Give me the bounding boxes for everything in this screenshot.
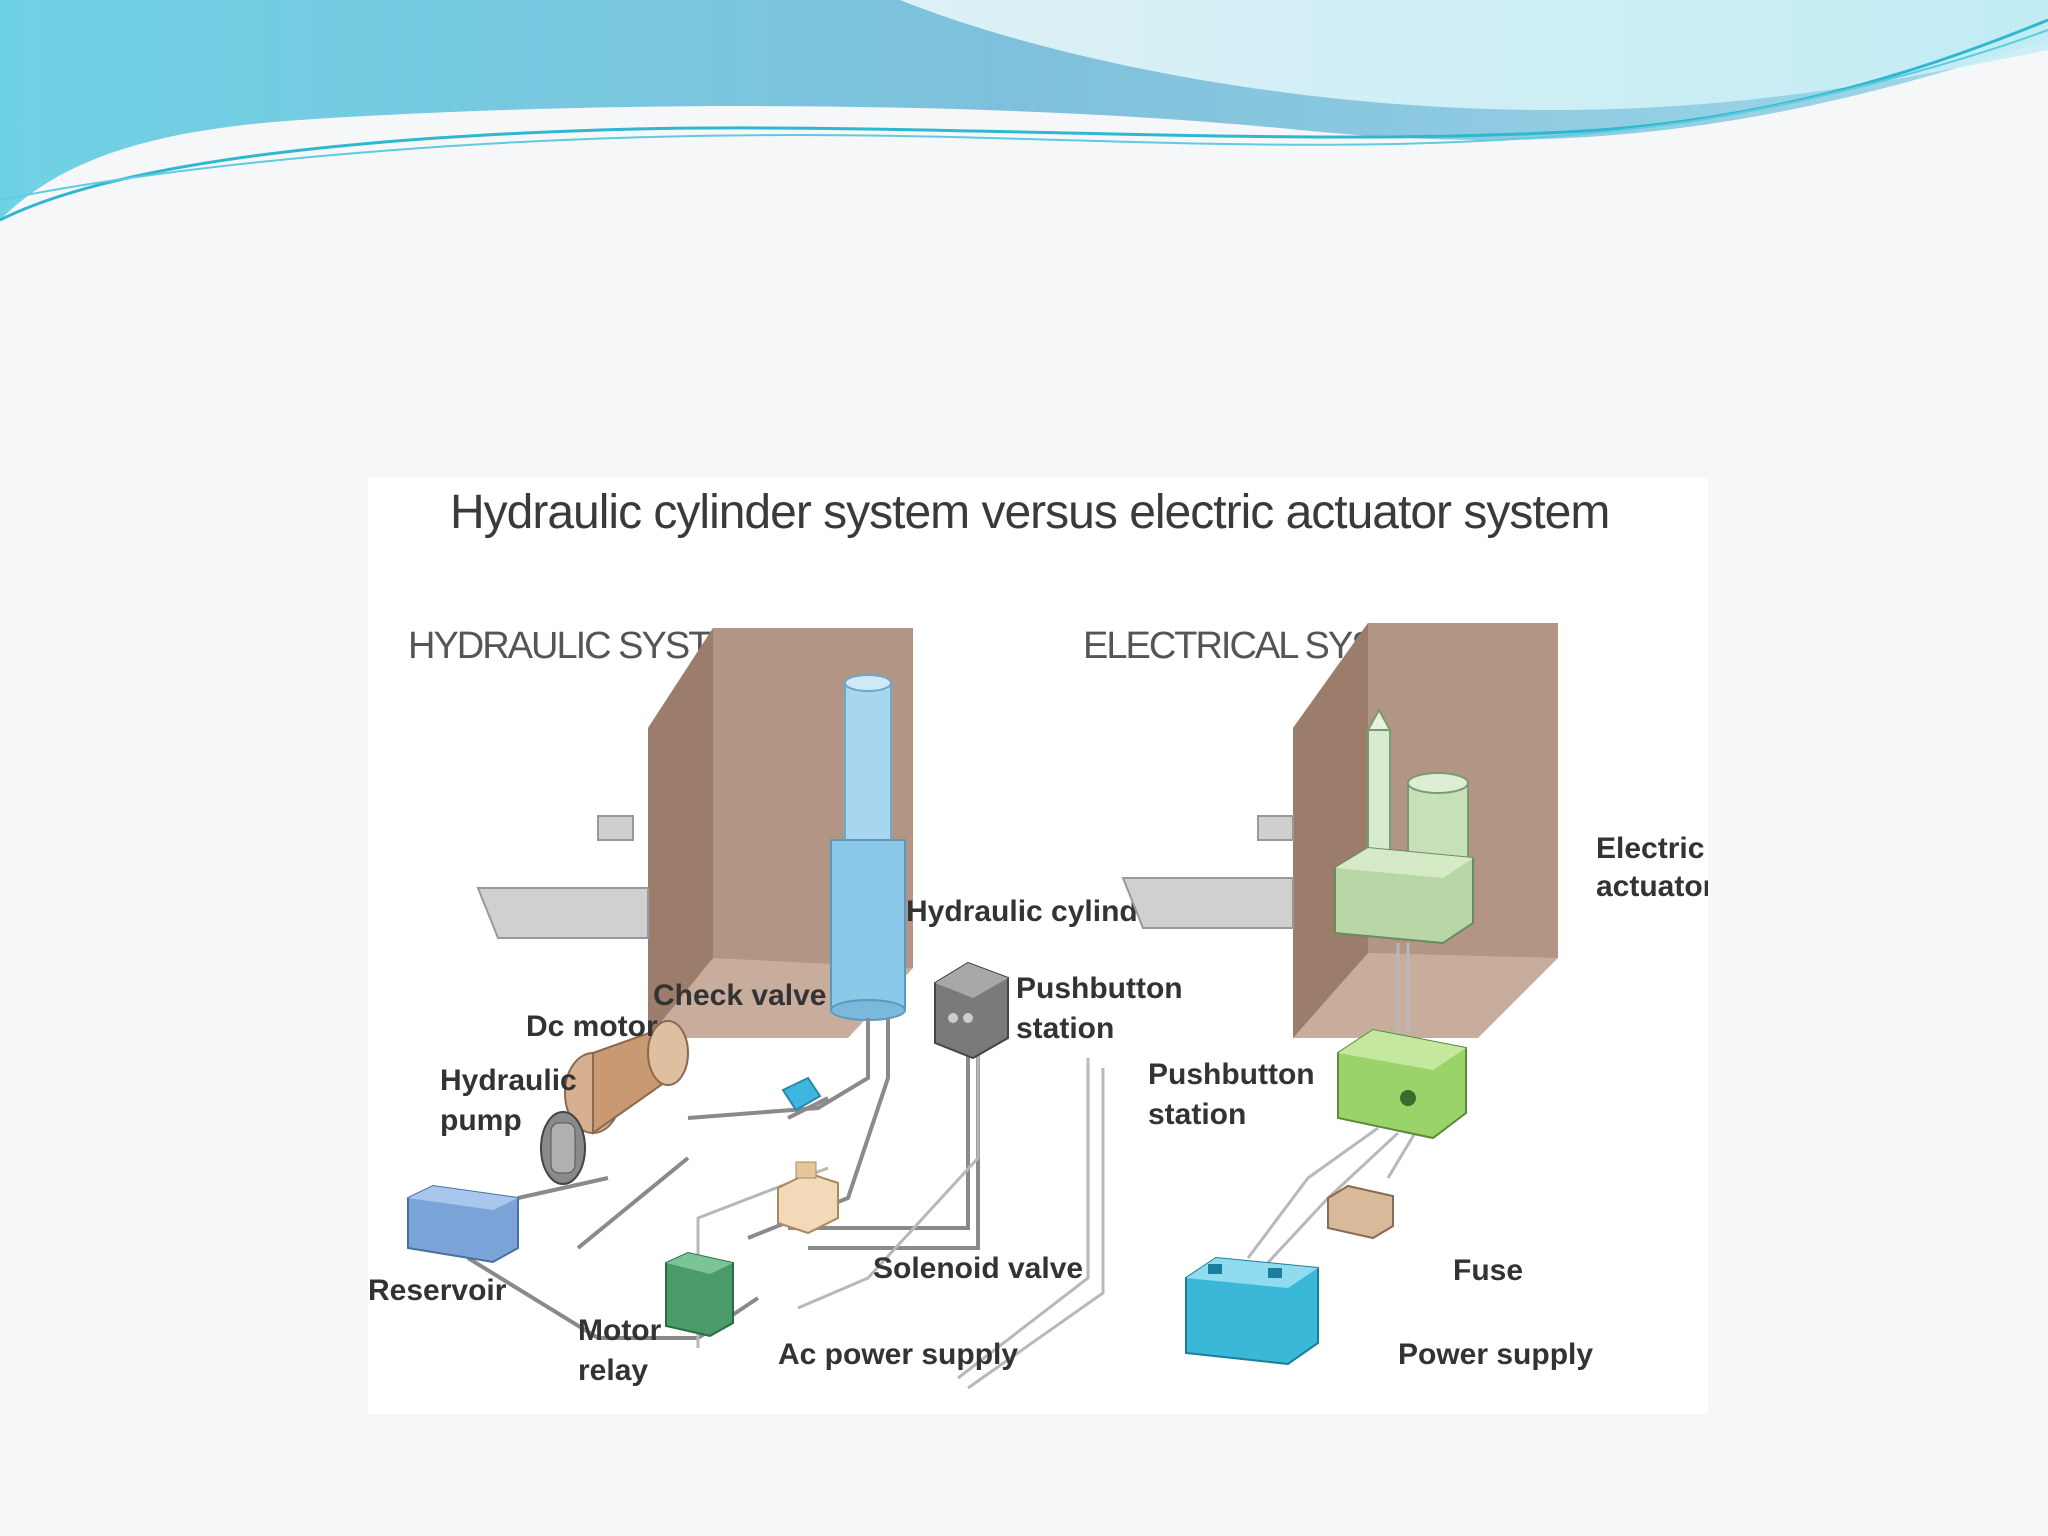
header-wave-decoration: [0, 0, 2048, 240]
electrical-pushbutton-station: [1338, 1030, 1466, 1138]
label-electric-actuator-1: Electric: [1596, 832, 1704, 865]
motor-relay: [666, 1253, 733, 1336]
label-pushbutton-station-2: station: [1016, 1012, 1114, 1045]
diagram-canvas: Hydraulic cylinder system versus electri…: [368, 478, 1708, 1414]
label-hydraulic-cylinder: Hydraulic cylinder: [906, 895, 1166, 928]
label-motor-relay-2: relay: [578, 1354, 648, 1387]
label-electrical-pushbutton-station-1: Pushbutton: [1148, 1058, 1315, 1091]
label-electrical-pushbutton-station-2: station: [1148, 1098, 1246, 1131]
label-ac-power-supply: Ac power supply: [778, 1338, 1018, 1371]
label-reservoir: Reservoir: [368, 1274, 507, 1307]
label-power-supply: Power supply: [1398, 1338, 1593, 1371]
reservoir: [408, 1186, 518, 1262]
diagram-title: Hydraulic cylinder system versus electri…: [450, 486, 1609, 539]
solenoid-valve: [778, 1162, 838, 1233]
label-check-valve: Check valve: [653, 979, 826, 1012]
label-dc-motor: Dc motor: [526, 1010, 658, 1043]
label-motor-relay-1: Motor: [578, 1314, 662, 1347]
hydraulic-pushbutton-station: [935, 963, 1008, 1058]
label-fuse: Fuse: [1453, 1254, 1523, 1287]
hydraulic-pump: [541, 1112, 585, 1184]
hydraulic-vs-electric-diagram: Hydraulic cylinder system versus electri…: [368, 478, 1708, 1414]
label-pushbutton-station-1: Pushbutton: [1016, 972, 1183, 1005]
electrical-wall-bracket: [1123, 623, 1558, 1038]
label-hydraulic-pump-1: Hydraulic: [440, 1064, 577, 1097]
fuse: [1328, 1186, 1393, 1238]
label-hydraulic-pump-2: pump: [440, 1104, 522, 1137]
label-solenoid-valve: Solenoid valve: [873, 1252, 1083, 1285]
power-supply: [1186, 1258, 1318, 1364]
label-electric-actuator-2: actuator: [1596, 870, 1708, 903]
